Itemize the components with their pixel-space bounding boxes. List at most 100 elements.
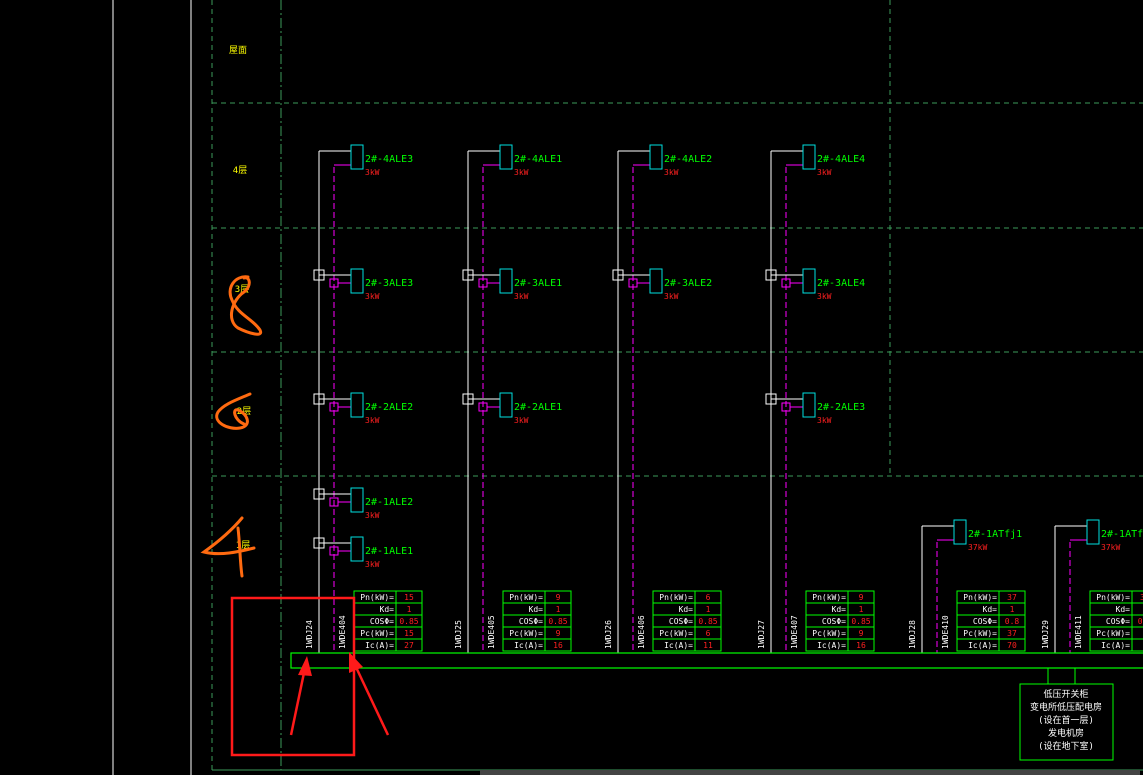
junction-box (462, 393, 474, 405)
calc-key: Pn(kW)= (509, 593, 543, 602)
source-box-line: 发电机房 (1048, 727, 1084, 739)
panel-symbol (802, 144, 816, 170)
feeder-column: 2#-1ATfj237kW1WDJ291WDE411Pn(kW)=37Kd=1C… (1041, 519, 1143, 653)
panel-symbol (499, 268, 513, 294)
junction-box (313, 488, 325, 500)
bus-code: 1WDJ26 (604, 620, 613, 649)
source-box-border (1019, 683, 1114, 761)
panel-power: 3kW (664, 292, 679, 301)
feeder-code: 1WDE405 (487, 615, 496, 649)
panel-name: 2#-3ALE1 (514, 278, 562, 289)
panel-name: 2#-1ATfj1 (968, 529, 1022, 540)
calc-key: Pn(kW)= (360, 593, 394, 602)
calc-key: Pn(kW)= (963, 593, 997, 602)
calc-value: 9 (556, 593, 561, 602)
panel-power: 3kW (365, 416, 380, 425)
calc-value: 0.85 (548, 617, 567, 626)
panel-power: 3kW (514, 416, 529, 425)
calc-value: 15 (404, 629, 414, 638)
calc-key: COSΦ= (370, 617, 394, 626)
junction-box (765, 393, 777, 405)
panel-name: 2#-4ALE4 (817, 154, 865, 165)
calc-value: 1 (1010, 605, 1015, 614)
calc-key: Pc(kW)= (659, 629, 693, 638)
calc-key: COSΦ= (973, 617, 997, 626)
panel-symbol (350, 536, 364, 562)
panel-name: 2#-1ATfj2 (1101, 529, 1143, 540)
calc-cell (998, 638, 1026, 652)
panel-name: 2#-2ALE1 (514, 402, 562, 413)
calc-key: Pc(kW)= (1096, 629, 1130, 638)
calc-cell (395, 638, 423, 652)
junction-box (313, 393, 325, 405)
feeder-code: 1WDE407 (790, 615, 799, 649)
annotations (200, 275, 390, 757)
panel-name: 2#-1ALE1 (365, 546, 413, 557)
calc-key: Kd= (679, 605, 694, 614)
handwritten-mark (200, 516, 256, 578)
panel-symbol (350, 487, 364, 513)
calc-value: 11 (703, 641, 713, 650)
junction-box (313, 269, 325, 281)
panel-name: 2#-3ALE4 (817, 278, 865, 289)
arrow-line (289, 667, 307, 736)
panel-power: 3kW (365, 292, 380, 301)
calc-value: 37 (1140, 593, 1143, 602)
horizontal-scrollbar (480, 770, 1140, 775)
panel-power: 3kW (365, 511, 380, 520)
panel-symbol (499, 392, 513, 418)
calc-cell (1131, 602, 1143, 616)
floor-label: 1层 (236, 540, 250, 551)
calc-key: Kd= (832, 605, 847, 614)
panel-symbol (350, 268, 364, 294)
calc-key: Ic(A)= (817, 641, 846, 650)
calc-cell (1131, 614, 1143, 628)
calc-key: Kd= (1116, 605, 1131, 614)
distribution-panel: 2#-2ALE1 3kW (462, 392, 562, 425)
calc-key: COSΦ= (519, 617, 543, 626)
calc-value: 16 (856, 641, 866, 650)
feeder-columns: 2#-4ALE33kW2#-3ALE33kW2#-2ALE23kW2#-1ALE… (305, 144, 1143, 653)
source-box-line: 变电所低压配电房 (1030, 701, 1102, 713)
panel-power: 3kW (664, 168, 679, 177)
panel-power: 37kW (1101, 543, 1120, 552)
panel-symbol (802, 392, 816, 418)
panel-power: 3kW (365, 168, 380, 177)
junction-box (612, 269, 624, 281)
calc-value: 1 (556, 605, 561, 614)
calc-value: 1 (706, 605, 711, 614)
calc-key: Pn(kW)= (1096, 593, 1130, 602)
junction-box (462, 269, 474, 281)
calc-value: 9 (859, 593, 864, 602)
bus-code: 1WDJ28 (908, 620, 917, 649)
bus-code: 1WDJ24 (305, 620, 314, 649)
calc-value: 0.8 (1005, 617, 1020, 626)
distribution-panel: 2#-2ALE3 3kW (765, 392, 865, 425)
calc-value: 6 (706, 629, 711, 638)
panel-name: 2#-2ALE3 (817, 402, 865, 413)
calc-key: Kd= (380, 605, 395, 614)
drawing-frame (112, 0, 1143, 775)
calc-key: COSΦ= (1106, 617, 1130, 626)
bus-code: 1WDJ29 (1041, 620, 1050, 649)
panel-power: 3kW (817, 416, 832, 425)
calc-key: COSΦ= (669, 617, 693, 626)
panel-symbol (499, 144, 513, 170)
feeder-column: 2#-4ALE33kW2#-3ALE33kW2#-2ALE23kW2#-1ALE… (305, 144, 423, 653)
feeder-code: 1WDE406 (637, 615, 646, 649)
calc-key: Kd= (983, 605, 998, 614)
calc-key: Ic(A)= (1101, 641, 1130, 650)
